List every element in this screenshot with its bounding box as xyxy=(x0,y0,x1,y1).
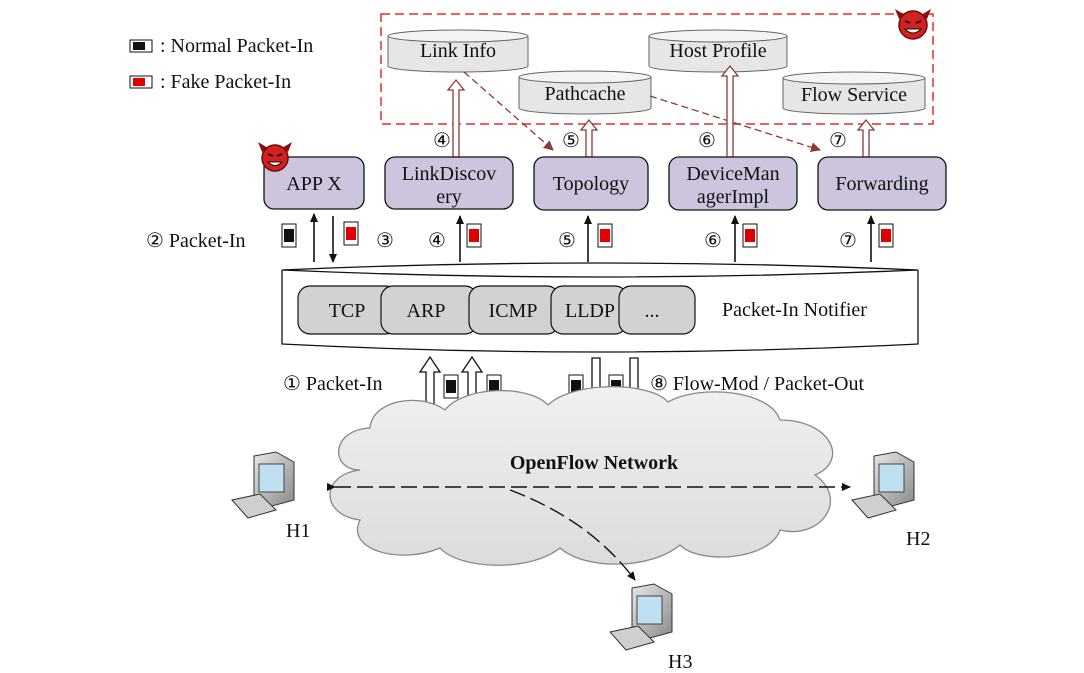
legend: : Normal Packet-In : Fake Packet-In xyxy=(129,35,313,93)
protocol-more-label: ... xyxy=(645,300,660,322)
step-6-bottom: ⑥ xyxy=(704,230,722,252)
db-pathcache: Pathcache xyxy=(518,70,652,115)
module-link-discovery: LinkDiscov ery xyxy=(384,156,514,210)
db-host-profile: Host Profile xyxy=(648,29,788,73)
module-app-x-label: APP X xyxy=(286,173,342,195)
module-topology-label: Topology xyxy=(553,173,629,195)
hollow-arrow-up-1 xyxy=(418,355,442,408)
legend-normal-label: : Normal Packet-In xyxy=(160,35,313,57)
step-7-top: ⑦ xyxy=(829,130,847,152)
module-app-x: APP X xyxy=(263,156,365,210)
step-5-bottom: ⑤ xyxy=(558,230,576,252)
db-pathcache-label: Pathcache xyxy=(544,83,625,105)
step-5-top: ⑤ xyxy=(562,130,580,152)
host-h2-computer-icon xyxy=(851,451,915,519)
openflow-network-label: OpenFlow Network xyxy=(510,452,679,474)
module-topology: Topology xyxy=(533,156,649,211)
host-h3-label: H3 xyxy=(668,651,692,673)
step-8-flow-mod-label: ⑧ Flow-Mod / Packet-Out xyxy=(650,373,864,395)
protocol-icmp-label: ICMP xyxy=(489,300,538,322)
step-7-bottom: ⑦ xyxy=(839,230,857,252)
host-h1-computer-icon xyxy=(231,451,295,519)
hollow-arrow-forwarding-up xyxy=(856,118,876,158)
host-h3-computer-icon xyxy=(609,583,673,651)
devil-icon xyxy=(895,9,931,40)
module-forwarding: Forwarding xyxy=(817,156,947,211)
module-link-discovery-label-line2: ery xyxy=(436,186,462,208)
hollow-arrow-topology-up xyxy=(579,118,599,158)
hollow-arrow-linkdiscovery-up xyxy=(446,78,466,158)
packet-fake-topology xyxy=(597,223,613,248)
packet-normal-appx xyxy=(281,223,297,248)
step-6-top: ⑥ xyxy=(698,130,716,152)
protocol-arp-label: ARP xyxy=(407,300,446,322)
packet-fake-linkdiscovery xyxy=(466,223,482,248)
hollow-arrow-devicemanager-up xyxy=(720,64,740,158)
protocol-more xyxy=(618,285,696,335)
openflow-network-cloud: OpenFlow Network xyxy=(329,385,834,566)
devil-icon xyxy=(258,142,292,172)
notifier-title: Packet-In Notifier xyxy=(722,299,867,321)
module-device-manager-label-line2: agerImpl xyxy=(697,186,770,208)
db-flow-service: Flow Service xyxy=(782,71,926,115)
protocol-tcp-label: TCP xyxy=(329,300,366,322)
packet-fake-devicemanager xyxy=(742,223,758,248)
module-forwarding-label: Forwarding xyxy=(835,173,928,195)
db-host-profile-label: Host Profile xyxy=(669,40,766,62)
compromised-data-region xyxy=(380,13,934,125)
module-link-discovery-label-line1: LinkDiscov xyxy=(402,163,496,185)
db-link-info: Link Info xyxy=(387,29,529,73)
host-h1-label: H1 xyxy=(286,520,310,542)
packet-in-notifier: Packet-In Notifier TCP ARP ICMP LLDP ... xyxy=(281,262,919,353)
host-h2-label: H2 xyxy=(906,528,930,550)
fake-packet-icon xyxy=(129,75,153,89)
step-4-top: ④ xyxy=(433,130,451,152)
packet-fake-forwarding xyxy=(878,223,894,248)
db-flow-service-label: Flow Service xyxy=(801,84,907,106)
db-link-info-label: Link Info xyxy=(420,40,496,62)
module-device-manager: DeviceMan agerImpl xyxy=(668,156,798,211)
protocol-lldp-label: LLDP xyxy=(565,300,615,322)
poison-arrow-linkinfo-topology xyxy=(463,71,554,151)
step-3-label: ③ xyxy=(376,230,394,252)
normal-packet-icon xyxy=(129,39,153,53)
traffic-to-h3 xyxy=(509,489,636,581)
step-4-bottom: ④ xyxy=(428,230,446,252)
step-1-packet-in-label: ① Packet-In xyxy=(283,373,383,395)
step-2-packet-in-label: ② Packet-In xyxy=(146,230,246,252)
packet-normal-in-1 xyxy=(443,374,459,399)
packet-fake-appx xyxy=(343,221,359,246)
poison-arrow-pathcache-forwarding xyxy=(649,95,821,153)
module-device-manager-label-line1: DeviceMan xyxy=(686,163,779,185)
legend-fake-label: : Fake Packet-In xyxy=(160,71,291,93)
